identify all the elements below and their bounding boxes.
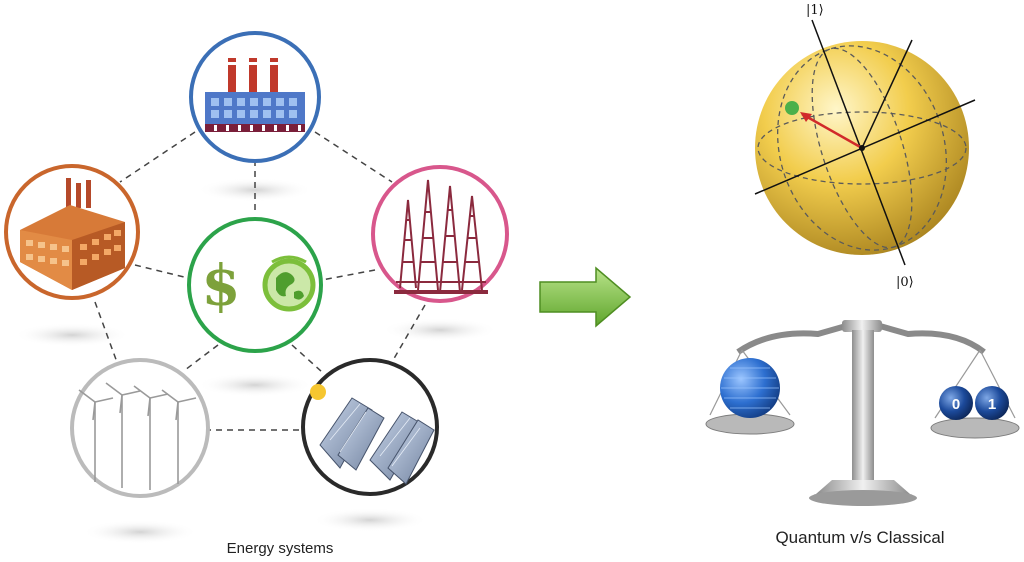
ket-zero-label: |0⟩ bbox=[896, 275, 914, 290]
wind-turbine-icon bbox=[78, 382, 197, 490]
wind-ring bbox=[70, 358, 210, 498]
bloch-sphere: |1⟩ |0⟩ bbox=[754, 3, 976, 290]
state-point bbox=[785, 101, 799, 115]
transition-arrow bbox=[539, 266, 632, 328]
right-pan bbox=[930, 417, 1020, 439]
sun-icon bbox=[310, 384, 326, 400]
bit-zero-label: 0 bbox=[952, 396, 960, 413]
balance-scale: 0 1 bbox=[705, 320, 1020, 506]
scale-base bbox=[809, 490, 917, 506]
state-vector bbox=[801, 112, 863, 150]
binary-bits-icon: 0 1 bbox=[939, 386, 1009, 420]
node-solar bbox=[301, 358, 439, 496]
dollar-sign-icon: $ bbox=[202, 253, 241, 319]
node-industrial bbox=[4, 164, 140, 300]
scale-pillar bbox=[852, 330, 874, 480]
solar-panel-icon bbox=[310, 384, 435, 485]
node-oil-rigs bbox=[371, 165, 509, 303]
oil-rig-ring bbox=[371, 165, 509, 303]
network-connectors bbox=[94, 131, 426, 431]
node-shadows bbox=[14, 178, 498, 544]
quantum-classical-caption: Quantum v/s Classical bbox=[775, 528, 945, 547]
factory-icon bbox=[205, 58, 305, 132]
dollar-earth-icon: $ bbox=[202, 253, 316, 319]
node-factory bbox=[189, 31, 321, 163]
energy-systems-caption: Energy systems bbox=[226, 540, 334, 557]
finance-ring bbox=[187, 217, 323, 353]
node-finance-earth: $ bbox=[187, 217, 323, 353]
bit-one-label: 1 bbox=[988, 396, 996, 413]
arrow-right-icon bbox=[539, 266, 632, 328]
industrial-building-icon bbox=[20, 178, 125, 290]
oil-rig-icon bbox=[394, 179, 488, 294]
bloch-axes bbox=[754, 19, 976, 266]
ket-one-label: |1⟩ bbox=[806, 3, 824, 18]
node-wind bbox=[70, 358, 210, 498]
